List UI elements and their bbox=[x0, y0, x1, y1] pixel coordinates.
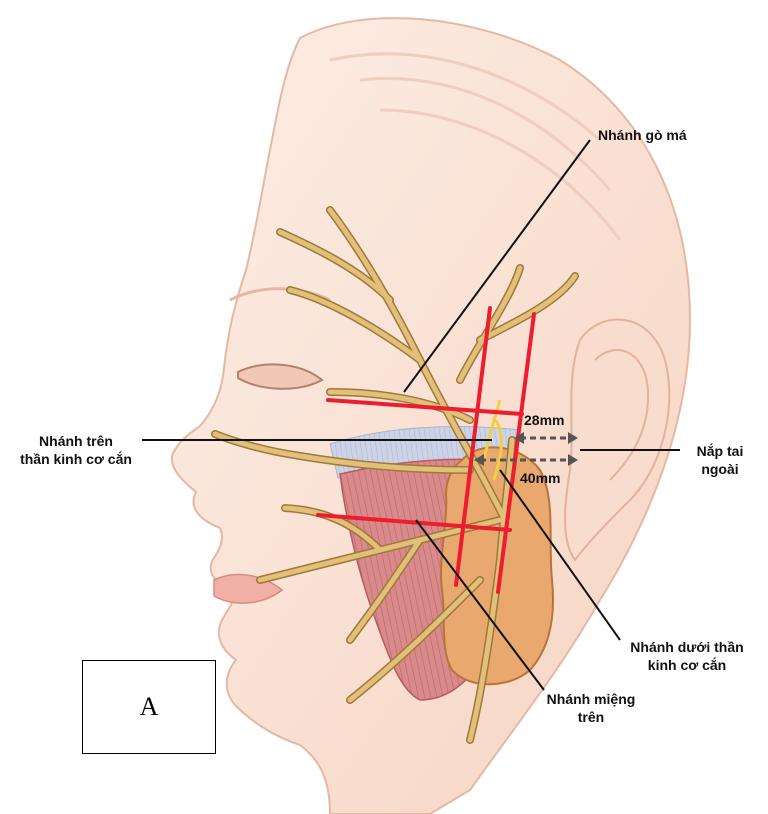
label-zygomatic-branch: Nhánh gò má bbox=[598, 126, 687, 144]
label-tragus-line2: ngoài bbox=[680, 460, 760, 478]
label-upper-masseter-line1: Nhánh trên bbox=[6, 432, 146, 450]
panel-letter: A bbox=[140, 692, 159, 722]
label-lower-masseter-branch: Nhánh dưới thần kinh cơ cắn bbox=[612, 638, 762, 674]
label-upper-masseter-branch: Nhánh trên thần kinh cơ cắn bbox=[6, 432, 146, 468]
measurement-40mm: 40mm bbox=[520, 470, 560, 486]
label-upper-buccal-line2: trên bbox=[526, 708, 656, 726]
label-upper-buccal-branch: Nhánh miệng trên bbox=[526, 690, 656, 726]
label-tragus-line1: Nắp tai bbox=[680, 442, 760, 460]
panel-label-box: A bbox=[82, 660, 216, 754]
label-lower-masseter-line2: kinh cơ cắn bbox=[612, 656, 762, 674]
label-tragus: Nắp tai ngoài bbox=[680, 442, 760, 478]
label-upper-masseter-line2: thần kinh cơ cắn bbox=[6, 450, 146, 468]
label-upper-buccal-line1: Nhánh miệng bbox=[526, 690, 656, 708]
label-lower-masseter-line1: Nhánh dưới thần bbox=[612, 638, 762, 656]
measurement-28mm: 28mm bbox=[524, 412, 564, 428]
